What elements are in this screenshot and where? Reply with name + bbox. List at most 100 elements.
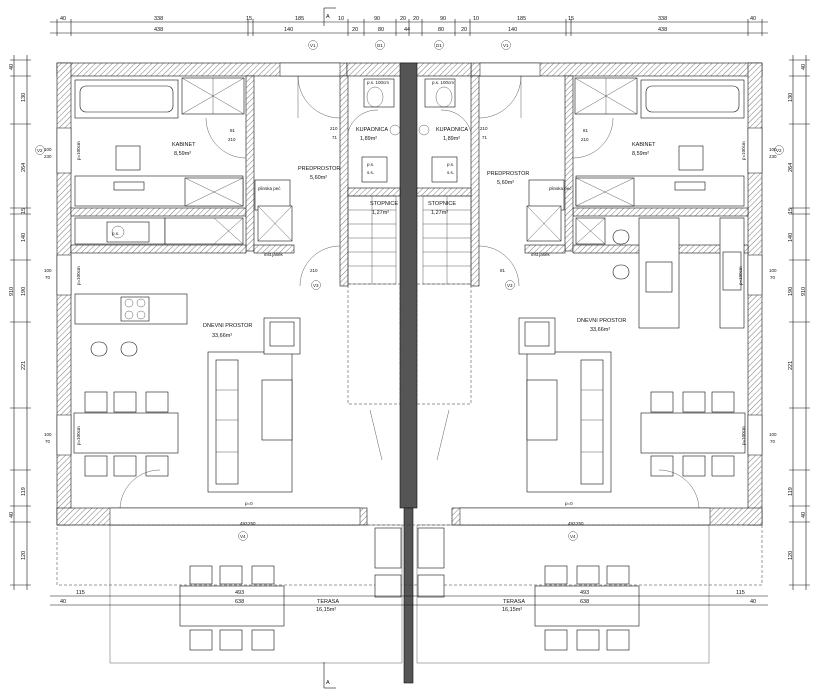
svg-text:V1: V1 — [503, 43, 509, 48]
top-dim-1: 40 — [60, 16, 66, 22]
top-dim-14: 40 — [750, 16, 756, 22]
section-marker-top: A — [323, 7, 336, 26]
right-dim-7: 190 — [788, 287, 794, 296]
svg-text:p.s.: p.s. — [367, 162, 374, 167]
room-stopnice-right-name: STOPNICE — [428, 201, 456, 207]
room-kupaonica-right-name: KUPAONICA — [436, 127, 468, 133]
right-unit-furniture — [418, 77, 746, 493]
door-tag-v3-left: V3 — [311, 280, 321, 290]
room-predprostor-right-name: PREDPROSTOR — [487, 171, 529, 177]
left-unit-furniture — [73, 77, 401, 493]
svg-text:250: 250 — [576, 521, 584, 526]
left-dim-6: 910 — [9, 287, 15, 296]
door-tag-v1-left: V1 — [308, 40, 318, 50]
room-terasa-left-name: TERASA — [317, 599, 339, 605]
door-tag-v4-right: V4 — [568, 531, 578, 541]
svg-text:70: 70 — [770, 275, 776, 280]
top-dim2-1: 438 — [154, 27, 163, 33]
bottom-dimensions: 115 493 493 115 40 638 638 40 — [50, 590, 768, 606]
svg-text:plinska peć: plinska peć — [549, 186, 572, 191]
right-dim-2: 130 — [788, 93, 794, 102]
room-stopnice-left-area: 1,27m² — [372, 210, 389, 216]
left-dim-4: 15 — [21, 208, 27, 214]
bottom-dim-3: 493 — [580, 590, 589, 596]
right-dim-1: 40 — [801, 64, 807, 70]
room-dnevni-left-area: 33,66m² — [212, 333, 232, 339]
svg-text:81: 81 — [583, 128, 589, 133]
right-dim-6: 910 — [801, 287, 807, 296]
top-dimensions: 40 338 15 185 10 90 20 20 90 10 185 15 3… — [50, 16, 768, 36]
top-dim-6: 90 — [374, 16, 380, 22]
top-dim2-7: 20 — [461, 27, 467, 33]
svg-text:s.s.: s.s. — [447, 170, 454, 175]
room-terasa-left-area: 16,15m² — [316, 607, 336, 613]
door-swings — [119, 75, 700, 509]
door-tag-v3-right: V3 — [505, 280, 515, 290]
svg-text:81: 81 — [230, 128, 236, 133]
room-predprostor-left-area: 5,60m² — [310, 175, 327, 181]
left-dim-10: 40 — [9, 512, 15, 518]
svg-text:V4: V4 — [240, 534, 246, 539]
room-dnevni-left-name: DNEVNI PROSTOR — [203, 323, 252, 329]
room-stopnice-left-name: STOPNICE — [370, 201, 398, 207]
top-dim-3: 15 — [246, 16, 252, 22]
top-dim-13: 338 — [658, 16, 667, 22]
top-dim-9: 90 — [440, 16, 446, 22]
svg-text:70: 70 — [45, 439, 51, 444]
room-kabinet-left-name: KABINET — [172, 142, 196, 148]
fixture-labels: p.s. 100cm p.s. 100cm p.s. s.s. p.s. s.s… — [76, 80, 746, 506]
left-dim-8: 221 — [21, 361, 27, 370]
top-dim2-3: 20 — [352, 27, 358, 33]
top-dim-10: 10 — [473, 16, 479, 22]
svg-text:230: 230 — [769, 154, 777, 159]
top-dim-12: 15 — [568, 16, 574, 22]
room-dnevni-right-area: 33,66m² — [590, 327, 610, 333]
svg-text:inst.jašek: inst.jašek — [264, 252, 284, 257]
svg-text:p=100cm: p=100cm — [738, 266, 743, 285]
left-dim-9: 119 — [21, 487, 27, 496]
right-dim-5: 140 — [788, 233, 794, 242]
bottom-dim-1: 115 — [76, 590, 85, 596]
door-tag-d1-left: D1 — [375, 40, 385, 50]
section-letter-bottom: A — [326, 680, 330, 686]
left-dim-1: 40 — [9, 64, 15, 70]
svg-text:s.s.: s.s. — [367, 170, 374, 175]
terrace — [56, 524, 763, 664]
left-dim-5: 140 — [21, 233, 27, 242]
svg-text:100: 100 — [769, 268, 777, 273]
bottom-dim-4: 115 — [736, 590, 745, 596]
bottom-dim-2: 493 — [235, 590, 244, 596]
svg-text:inst.jašek: inst.jašek — [531, 252, 551, 257]
svg-text:210: 210 — [310, 268, 318, 273]
bottom-dim2-1: 40 — [60, 599, 66, 605]
bottom-dim2-4: 40 — [750, 599, 756, 605]
svg-text:V3: V3 — [507, 283, 513, 288]
svg-text:70: 70 — [45, 275, 51, 280]
top-dim2-5: 44 — [404, 27, 410, 33]
svg-text:p=0: p=0 — [245, 501, 253, 506]
svg-text:V1: V1 — [310, 43, 316, 48]
right-dim-8: 221 — [788, 361, 794, 370]
svg-text:210: 210 — [480, 126, 488, 131]
svg-text:493: 493 — [240, 521, 248, 526]
exterior-walls — [56, 62, 763, 684]
svg-text:p=100cm: p=100cm — [76, 426, 81, 445]
svg-text:210: 210 — [581, 137, 589, 142]
room-terasa-right-name: TERASA — [503, 599, 525, 605]
door-tag-v2-right: V2 — [774, 145, 784, 155]
right-dim-11: 120 — [788, 551, 794, 560]
svg-text:p=100cm: p=100cm — [741, 141, 746, 160]
door-tags: V1 D1 D1 V1 V2 V2 V3 V3 V4 V4 — [35, 40, 784, 541]
svg-text:100: 100 — [44, 432, 52, 437]
svg-text:V4: V4 — [570, 534, 576, 539]
room-kabinet-right-area: 8,59m² — [632, 151, 649, 157]
svg-text:p=0: p=0 — [565, 501, 573, 506]
room-kabinet-right-name: KABINET — [632, 142, 656, 148]
svg-text:70: 70 — [770, 439, 776, 444]
room-labels: KABINET 8,59m² KABINET 8,59m² KUPAONICA … — [172, 127, 656, 613]
top-dim2-9: 438 — [658, 27, 667, 33]
top-dim-2: 338 — [154, 16, 163, 22]
room-predprostor-left-name: PREDPROSTOR — [298, 166, 340, 172]
top-dim-7: 20 — [400, 16, 406, 22]
